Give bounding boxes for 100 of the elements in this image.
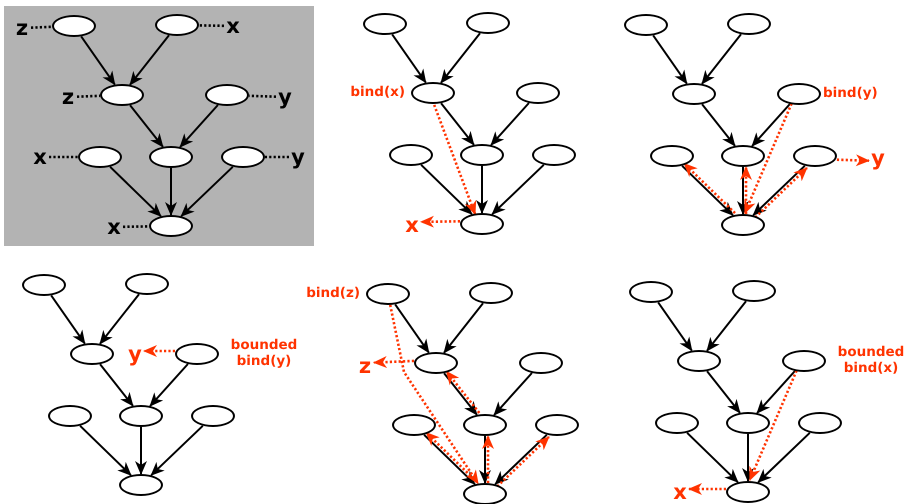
variable-label: z <box>356 354 374 378</box>
arrow <box>836 154 870 166</box>
graph-node <box>414 352 458 374</box>
graph-node <box>793 145 837 167</box>
arrow <box>701 34 742 85</box>
leader-line <box>248 94 276 98</box>
variable-label: y <box>869 146 887 170</box>
graph-node <box>119 474 163 496</box>
arrow <box>476 166 488 214</box>
arrow <box>686 432 739 483</box>
leader-line <box>49 156 78 158</box>
graph-node <box>149 146 193 168</box>
arrow <box>150 425 204 476</box>
variable-label: x <box>105 215 123 239</box>
arrow <box>391 34 427 84</box>
arrow <box>135 427 147 475</box>
graph-node <box>119 405 163 427</box>
graph-node <box>532 144 576 166</box>
arrow <box>109 166 162 217</box>
arrow <box>50 294 86 344</box>
arrow <box>740 166 752 214</box>
variable-label: y <box>276 85 294 109</box>
arrow <box>129 34 170 86</box>
arrow <box>179 104 219 148</box>
graph-node <box>624 14 668 36</box>
graph-node <box>125 273 169 295</box>
arrow <box>688 483 726 495</box>
graph-node <box>389 144 433 166</box>
arrow <box>394 304 430 354</box>
graph-node <box>466 12 510 34</box>
arrow <box>751 103 791 147</box>
bind-label: bind(y) <box>823 85 879 103</box>
graph-node <box>469 282 513 304</box>
arrow <box>756 370 796 414</box>
arrow <box>420 216 460 228</box>
variable-label: x <box>671 480 689 504</box>
arrow <box>482 435 494 483</box>
graph-node <box>782 350 826 372</box>
arrow <box>493 372 533 416</box>
arrow <box>129 104 164 148</box>
arrow <box>757 432 810 483</box>
arrow <box>80 36 116 86</box>
graph-node <box>629 281 673 303</box>
leader-line <box>76 94 100 98</box>
arrow <box>420 164 473 215</box>
graph-node <box>149 215 193 237</box>
graph-node <box>727 13 771 35</box>
graph-node <box>205 84 249 106</box>
arrow <box>165 168 177 216</box>
variable-label: x <box>224 14 242 38</box>
arrow <box>491 164 544 215</box>
arrow <box>143 345 175 357</box>
graph-node <box>535 414 579 436</box>
arrow <box>742 434 754 482</box>
graph-node <box>460 213 504 235</box>
arrow <box>180 166 234 217</box>
arrow <box>748 370 798 482</box>
graph-node <box>411 82 455 104</box>
graph-node <box>78 146 122 168</box>
arrow <box>657 302 693 352</box>
leader-line <box>265 156 289 158</box>
graph-node <box>366 283 410 305</box>
bind-label: bounded bind(y) <box>230 337 298 371</box>
arrow <box>652 34 688 84</box>
graph-node <box>519 352 563 374</box>
graph-node <box>798 412 842 434</box>
leader-line <box>198 24 224 28</box>
variable-label: y <box>289 145 307 169</box>
graph-node <box>392 414 436 436</box>
arrow <box>479 436 491 484</box>
graph-node <box>463 414 507 436</box>
arrow <box>706 370 741 414</box>
graph-node <box>677 350 721 372</box>
graph-node <box>22 274 66 296</box>
variable-label: y <box>126 342 144 366</box>
arrow <box>701 104 736 147</box>
panel-background <box>4 6 314 246</box>
bind-label: bind(x) <box>349 84 405 102</box>
graph-node <box>672 83 716 105</box>
graph-node <box>655 412 699 434</box>
graph-node <box>363 13 407 35</box>
graph-node <box>726 412 770 434</box>
graph-node <box>191 405 235 427</box>
arrow <box>432 104 476 216</box>
graph-node <box>52 15 96 37</box>
graph-node <box>463 483 507 504</box>
leader-line <box>30 26 52 29</box>
arrow <box>99 364 134 407</box>
bind-label: bind(z) <box>305 285 360 303</box>
arrow <box>706 300 747 352</box>
arrow <box>744 103 793 214</box>
graph-node <box>732 280 776 302</box>
graph-node <box>650 145 694 167</box>
arrow <box>99 294 140 345</box>
graph-node <box>777 83 821 105</box>
variable-label: x <box>403 213 421 237</box>
graph-node <box>100 84 144 106</box>
graph-node <box>721 214 765 236</box>
bind-label: bounded bind(x) <box>836 344 906 378</box>
graph-node <box>726 481 770 503</box>
